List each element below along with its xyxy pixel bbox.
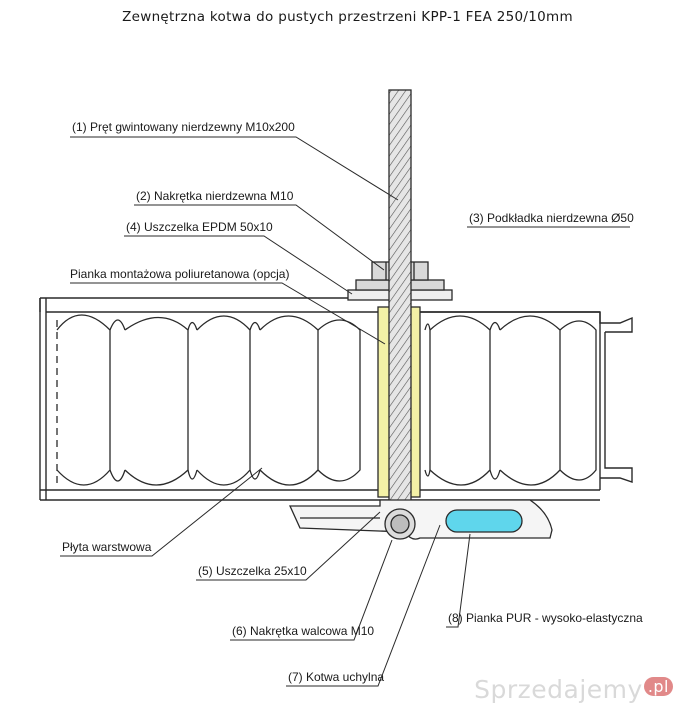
watermark-text: Sprzedajemy [474, 675, 643, 704]
label-pu-foam-optional: Pianka montażowa poliuretanowa (opcja) [70, 267, 290, 281]
label-barrel-nut: (6) Nakrętka walcowa M10 [232, 624, 375, 638]
label-seal: (5) Uszczelka 25x10 [198, 564, 307, 578]
threaded-rod [388, 89, 412, 511]
watermark-badge: .pl [643, 677, 673, 696]
label-washer: (3) Podkładka nierdzewna Ø50 [469, 211, 634, 225]
pur-foam-insert [445, 509, 523, 533]
leader-lines [60, 136, 630, 687]
label-threaded-rod: (1) Pręt gwintowany nierdzewny M10x200 [72, 120, 295, 134]
insulation-core [56, 314, 597, 486]
label-epdm-seal: (4) Uszczelka EPDM 50x10 [126, 220, 273, 234]
panel-right-edge [599, 312, 633, 490]
label-nut: (2) Nakrętka nierdzewna M10 [136, 189, 294, 203]
label-pur-foam: (8) Pianka PUR - wysoko-elastyczna [448, 611, 643, 625]
page-title: Zewnętrzna kotwa do pustych przestrzeni … [122, 9, 573, 25]
watermark: Sprzedajemy.pl [474, 675, 673, 704]
tilting-anchor [288, 499, 553, 540]
label-tilting-anchor: (7) Kotwa uchylna [288, 670, 385, 684]
sandwich-panel [39, 297, 633, 501]
label-sandwich-panel: Płyta warstwowa [62, 540, 152, 554]
